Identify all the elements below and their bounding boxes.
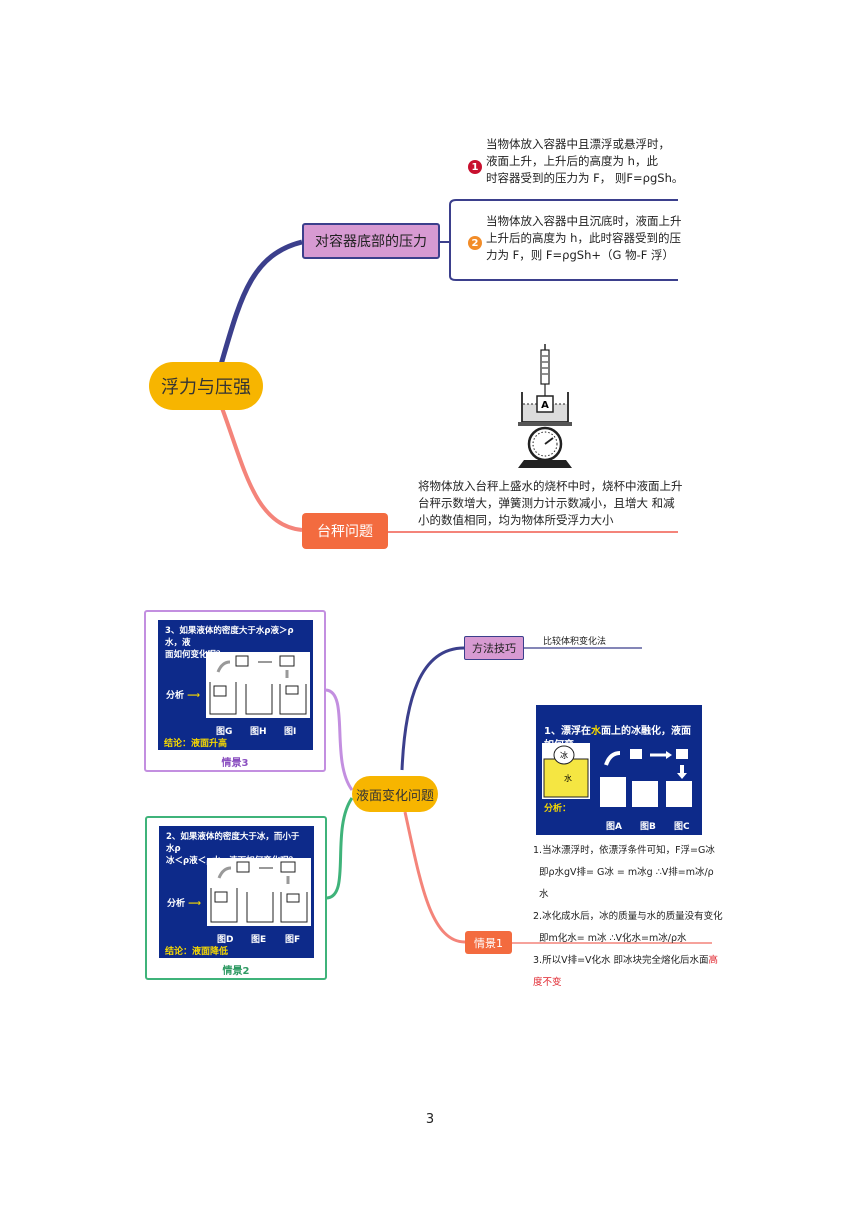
root-node-label: 浮力与压强 [161, 377, 251, 398]
branch-node-pressure-label: 对容器底部的压力 [315, 234, 427, 250]
badge-1: 1 [468, 160, 482, 174]
slide2-figD: 图D [217, 935, 234, 945]
ice-label: 冰 [560, 750, 568, 760]
page-number: 3 [425, 1112, 435, 1127]
branch-node-scale-label: 台秤问题 [317, 524, 373, 540]
slide2-diagram [207, 858, 311, 926]
branch-node-method-label: 方法技巧 [472, 642, 516, 655]
branch-line-scene3 [325, 688, 354, 791]
note-4: 即m化水= m冰 ∴V化水=m冰/ρ水 [539, 933, 687, 944]
branch-node-scene1[interactable]: 情景1 [465, 931, 512, 954]
branch-line-scene2 [325, 797, 354, 900]
slide2-figE: 图E [251, 935, 267, 945]
water-label: 水 [564, 773, 572, 783]
slide3-figH: 图H [250, 727, 267, 737]
branch-line-method [400, 646, 465, 771]
slide3-diagram [206, 652, 310, 718]
slide1-analysis: 分析： [544, 804, 572, 814]
caption-scene2: 情景2 [222, 966, 250, 977]
slide-scene3: 3、如果液体的密度大于水ρ液＞ρ水，液 面如何变化呢？ 分析 ⟶ 图G 图H 图… [158, 620, 313, 750]
slide3-figG: 图G [216, 727, 233, 737]
branch-line-scene1 [403, 811, 466, 944]
slide1-diagram [596, 743, 696, 815]
scene1-notes: 1.当冰漂浮时，依漂浮条件可知，F浮=G冰 即ρ水gV排= G冰 = m冰g ∴… [533, 840, 723, 994]
method-note: 比较体积变化法 [543, 637, 607, 647]
slide2-figF: 图F [285, 935, 301, 945]
slide2-analysis: 分析 ⟶ [167, 899, 202, 909]
center-node-label: 液面变化问题 [355, 788, 434, 804]
card-scene3[interactable]: 3、如果液体的密度大于水ρ液＞ρ水，液 面如何变化呢？ 分析 ⟶ 图G 图H 图… [144, 610, 326, 772]
slide3-figI: 图I [284, 727, 297, 737]
slide1-figB: 图B [640, 822, 656, 832]
branch-line-scale [220, 407, 303, 532]
slide1-figC: 图C [674, 822, 690, 832]
object-A-label: A [541, 400, 549, 411]
slide3-title: 3、如果液体的密度大于水ρ液＞ρ水，液 面如何变化呢？ [165, 626, 294, 660]
branch-node-method[interactable]: 方法技巧 [464, 636, 524, 660]
item1-text: 当物体放入容器中且漂浮或悬浮时， 液面上升，上升后的高度为 h，此 时容器受到的… [486, 137, 684, 185]
slide3-conclusion: 结论：液面升高 [164, 739, 228, 749]
branch-node-scale[interactable]: 台秤问题 [302, 513, 388, 549]
branch-node-pressure[interactable]: 对容器底部的压力 [302, 223, 440, 259]
note-2: 即ρ水gV排= G冰 = m冰g ∴V排=m冰/ρ水 [539, 867, 714, 900]
spring-scale-balance-illustration: A [518, 344, 572, 468]
note-5: 3.所以V排=V化水 即冰块完全熔化后水面高度不变 [533, 955, 719, 988]
slide2-conclusion: 结论：液面降低 [165, 947, 229, 957]
bracket-item2 [440, 199, 678, 281]
root-node-buoyancy-pressure[interactable]: 浮力与压强 [149, 362, 263, 410]
slide1-figA: 图A [606, 822, 622, 832]
item2-text: 当物体放入容器中且沉底时，液面上升 上升后的高度为 h，此时容器受到的压 力为 … [486, 214, 682, 262]
slide3-analysis: 分析 ⟶ [166, 691, 201, 701]
scale-explanation-text: 将物体放入台秤上盛水的烧杯中时，烧杯中液面上升 台秤示数增大，弹簧测力计示数减小… [418, 479, 683, 527]
note-3: 2.冰化成水后，冰的质量与水的质量没有变化 [533, 911, 723, 922]
branch-node-scene1-label: 情景1 [474, 936, 503, 950]
center-node-liquid-level[interactable]: 液面变化问题 [352, 776, 438, 812]
slide1-beaker-figure: 冰 水 [542, 743, 590, 799]
caption-scene3: 情景3 [221, 758, 249, 769]
note-1: 1.当冰漂浮时，依漂浮条件可知，F浮=G冰 [533, 845, 715, 856]
badge-2: 2 [468, 236, 482, 250]
branch-line-pressure [217, 239, 303, 369]
